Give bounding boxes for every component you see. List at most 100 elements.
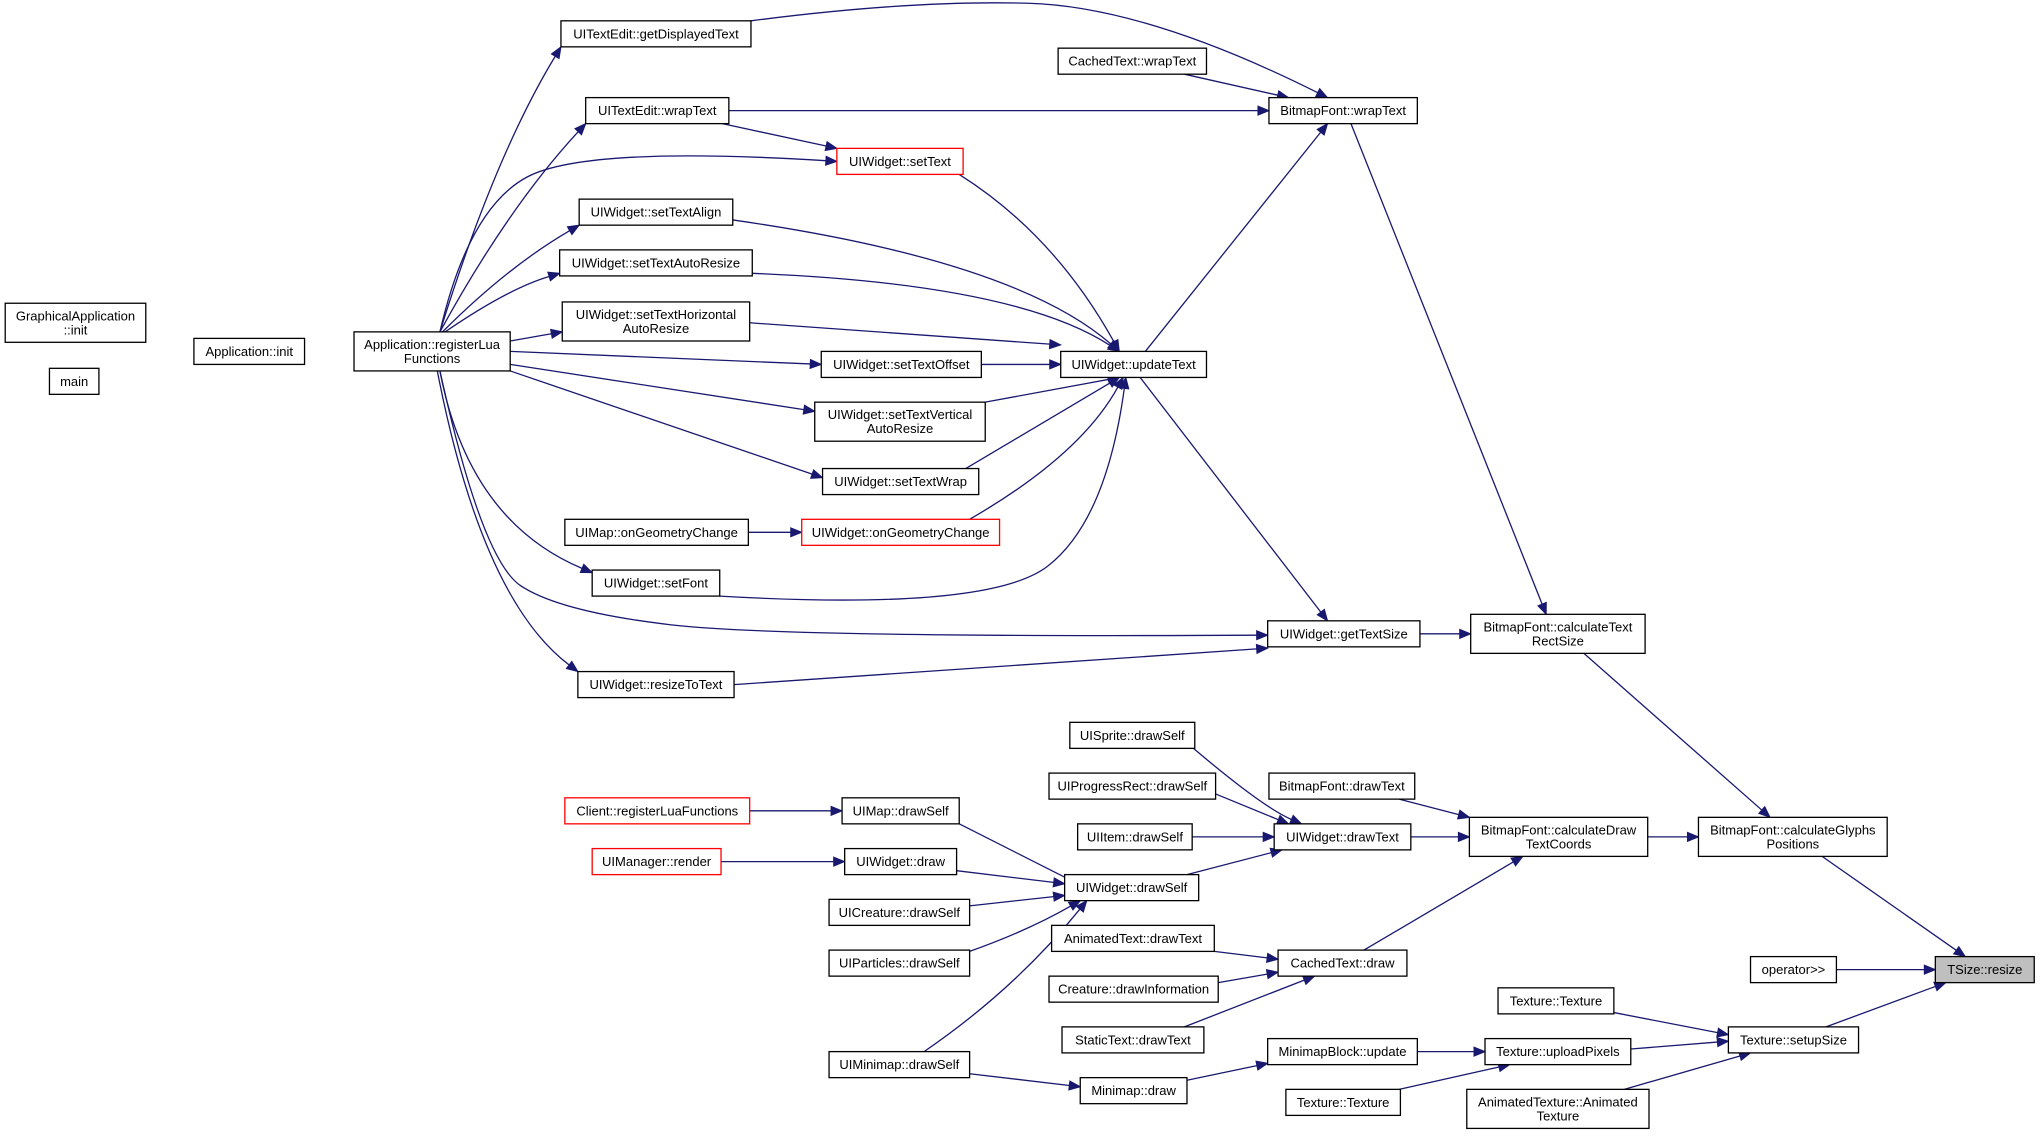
edge-item_ds-to-w_dt bbox=[1192, 831, 1276, 843]
arrowhead bbox=[1262, 831, 1276, 843]
node-w_draw[interactable]: UIWidget::draw bbox=[844, 847, 958, 876]
node-tex_up[interactable]: Texture::uploadPixels bbox=[1484, 1037, 1632, 1066]
node-client_reg[interactable]: Client::registerLuaFunctions bbox=[564, 797, 751, 825]
node-w_geo[interactable]: UIWidget::onGeometryChange bbox=[801, 518, 1001, 546]
node-w_offset[interactable]: UIWidget::setTextOffset bbox=[820, 350, 982, 379]
node-app_reg[interactable]: Application::registerLuaFunctions bbox=[353, 331, 511, 372]
node-map_geo[interactable]: UIMap::onGeometryChange bbox=[564, 518, 750, 546]
node-box bbox=[559, 249, 753, 277]
node-w_rtt[interactable]: UIWidget::resizeToText bbox=[577, 670, 735, 699]
node-cre_di[interactable]: Creature::drawInformation bbox=[1048, 975, 1219, 1003]
node-ga[interactable]: GraphicalApplication::init bbox=[4, 302, 147, 343]
node-st_dt[interactable]: StaticText::drawText bbox=[1061, 1026, 1205, 1054]
node-tex_tex2[interactable]: Texture::Texture bbox=[1285, 1088, 1402, 1117]
node-te_wrap[interactable]: UITextEdit::wrapText bbox=[585, 96, 730, 125]
node-w_settext[interactable]: UIWidget::setText bbox=[836, 147, 964, 176]
node-box bbox=[1749, 955, 1838, 984]
node-app_init[interactable]: Application::init bbox=[193, 337, 306, 366]
edge-w_autores-to-w_update bbox=[752, 272, 1121, 353]
edge-line bbox=[1398, 798, 1459, 816]
node-box bbox=[578, 198, 734, 226]
edge-oper-to-tsize bbox=[1836, 964, 1937, 975]
node-ct_wrap[interactable]: CachedText::wrapText bbox=[1057, 47, 1208, 75]
node-bf_wrap[interactable]: BitmapFont::wrapText bbox=[1268, 96, 1418, 125]
node-label: UIWidget::onGeometryChange bbox=[812, 525, 990, 540]
arrowhead bbox=[1459, 628, 1473, 640]
node-item_ds[interactable]: UIItem::drawSelf bbox=[1076, 823, 1193, 851]
arrowhead bbox=[550, 45, 562, 60]
node-w_gts[interactable]: UIWidget::getTextSize bbox=[1267, 620, 1421, 648]
node-w_ds[interactable]: UIWidget::drawSelf bbox=[1063, 873, 1200, 902]
node-box bbox=[193, 337, 306, 366]
edge-tex_ss-to-tsize bbox=[1825, 981, 1947, 1028]
node-label: GraphicalApplication bbox=[16, 308, 135, 323]
node-box bbox=[4, 302, 147, 343]
node-label: AutoResize bbox=[867, 421, 933, 436]
edge-line bbox=[722, 123, 827, 147]
edge-line bbox=[969, 905, 1072, 953]
node-cre_ds[interactable]: UICreature::drawSelf bbox=[828, 898, 971, 927]
node-label: AnimatedTexture::Animated bbox=[1478, 1094, 1638, 1109]
node-label: UIWidget::setFont bbox=[604, 576, 708, 591]
node-w_autores[interactable]: UIWidget::setTextAutoResize bbox=[559, 249, 753, 277]
node-te_gdt[interactable]: UITextEdit::getDisplayedText bbox=[560, 20, 752, 48]
node-w_wrap[interactable]: UIWidget::setTextWrap bbox=[821, 467, 980, 496]
node-w_align[interactable]: UIWidget::setTextAlign bbox=[578, 198, 734, 226]
edge-app_reg-to-w_offset bbox=[510, 350, 823, 370]
node-mm_ds[interactable]: UIMinimap::drawSelf bbox=[828, 1050, 971, 1079]
node-box bbox=[828, 949, 971, 977]
arrowhead bbox=[1757, 805, 1772, 819]
arrowhead bbox=[1510, 855, 1524, 867]
node-ct_draw[interactable]: CachedText::draw bbox=[1277, 949, 1408, 977]
node-tsize[interactable]: TSize::resize bbox=[1934, 955, 2035, 984]
node-label: Application::init bbox=[206, 344, 294, 359]
edge-ct_draw-to-bf_cdtc bbox=[1363, 855, 1524, 951]
node-oper[interactable]: operator>> bbox=[1749, 955, 1838, 984]
node-w_dt[interactable]: UIWidget::drawText bbox=[1273, 823, 1412, 851]
node-label: UIWidget::setTextVertical bbox=[828, 407, 973, 422]
edge-client_reg-to-map_ds bbox=[749, 805, 844, 817]
node-label: Application::registerLua bbox=[364, 337, 501, 352]
edge-tex_up-to-tex_ss bbox=[1630, 1036, 1730, 1050]
node-box bbox=[1468, 816, 1649, 858]
node-at_dt[interactable]: AnimatedText::drawText bbox=[1050, 924, 1215, 953]
node-box bbox=[1069, 721, 1196, 750]
node-w_font[interactable]: UIWidget::setFont bbox=[591, 569, 721, 597]
node-part_ds[interactable]: UIParticles::drawSelf bbox=[828, 949, 971, 977]
node-main[interactable]: main bbox=[48, 367, 100, 396]
edge-bf_cdtc-to-bf_cgp bbox=[1647, 831, 1700, 843]
node-atex[interactable]: AnimatedTexture::AnimatedTexture bbox=[1466, 1088, 1650, 1130]
node-mgr_render[interactable]: UIManager::render bbox=[591, 847, 722, 876]
node-prog_ds[interactable]: UIProgressRect::drawSelf bbox=[1048, 772, 1217, 800]
node-bf_draw[interactable]: BitmapFont::drawText bbox=[1268, 772, 1416, 800]
arrowhead bbox=[1301, 975, 1316, 986]
arrowhead bbox=[802, 404, 817, 415]
arrowhead bbox=[550, 328, 564, 340]
node-w_update[interactable]: UIWidget::updateText bbox=[1060, 350, 1208, 379]
edge-ct_wrap-to-bf_wrap bbox=[1184, 73, 1290, 101]
arrowhead bbox=[1456, 809, 1471, 820]
node-mm_draw[interactable]: Minimap::draw bbox=[1079, 1076, 1188, 1105]
node-map_ds[interactable]: UIMap::drawSelf bbox=[841, 797, 960, 825]
arrowhead bbox=[1106, 376, 1121, 388]
node-label: Positions bbox=[1766, 836, 1819, 851]
node-mb_upd[interactable]: MinimapBlock::update bbox=[1267, 1037, 1418, 1066]
node-box bbox=[561, 301, 751, 342]
node-label: UIMap::onGeometryChange bbox=[575, 525, 738, 540]
edge-line bbox=[510, 333, 552, 342]
edge-w_vert-to-w_update bbox=[985, 374, 1121, 403]
edge-line bbox=[752, 272, 1111, 346]
node-tex_tex[interactable]: Texture::Texture bbox=[1497, 987, 1615, 1015]
node-sprite_ds[interactable]: UISprite::drawSelf bbox=[1069, 721, 1196, 750]
arrowhead bbox=[1075, 899, 1088, 913]
edge-atex-to-tex_ss bbox=[1624, 1051, 1752, 1090]
node-label: CachedText::draw bbox=[1290, 956, 1395, 971]
edge-line bbox=[1193, 747, 1292, 821]
node-tex_ss[interactable]: Texture::setupSize bbox=[1727, 1026, 1860, 1054]
edge-tex_tex2-to-tex_up bbox=[1398, 1062, 1512, 1090]
